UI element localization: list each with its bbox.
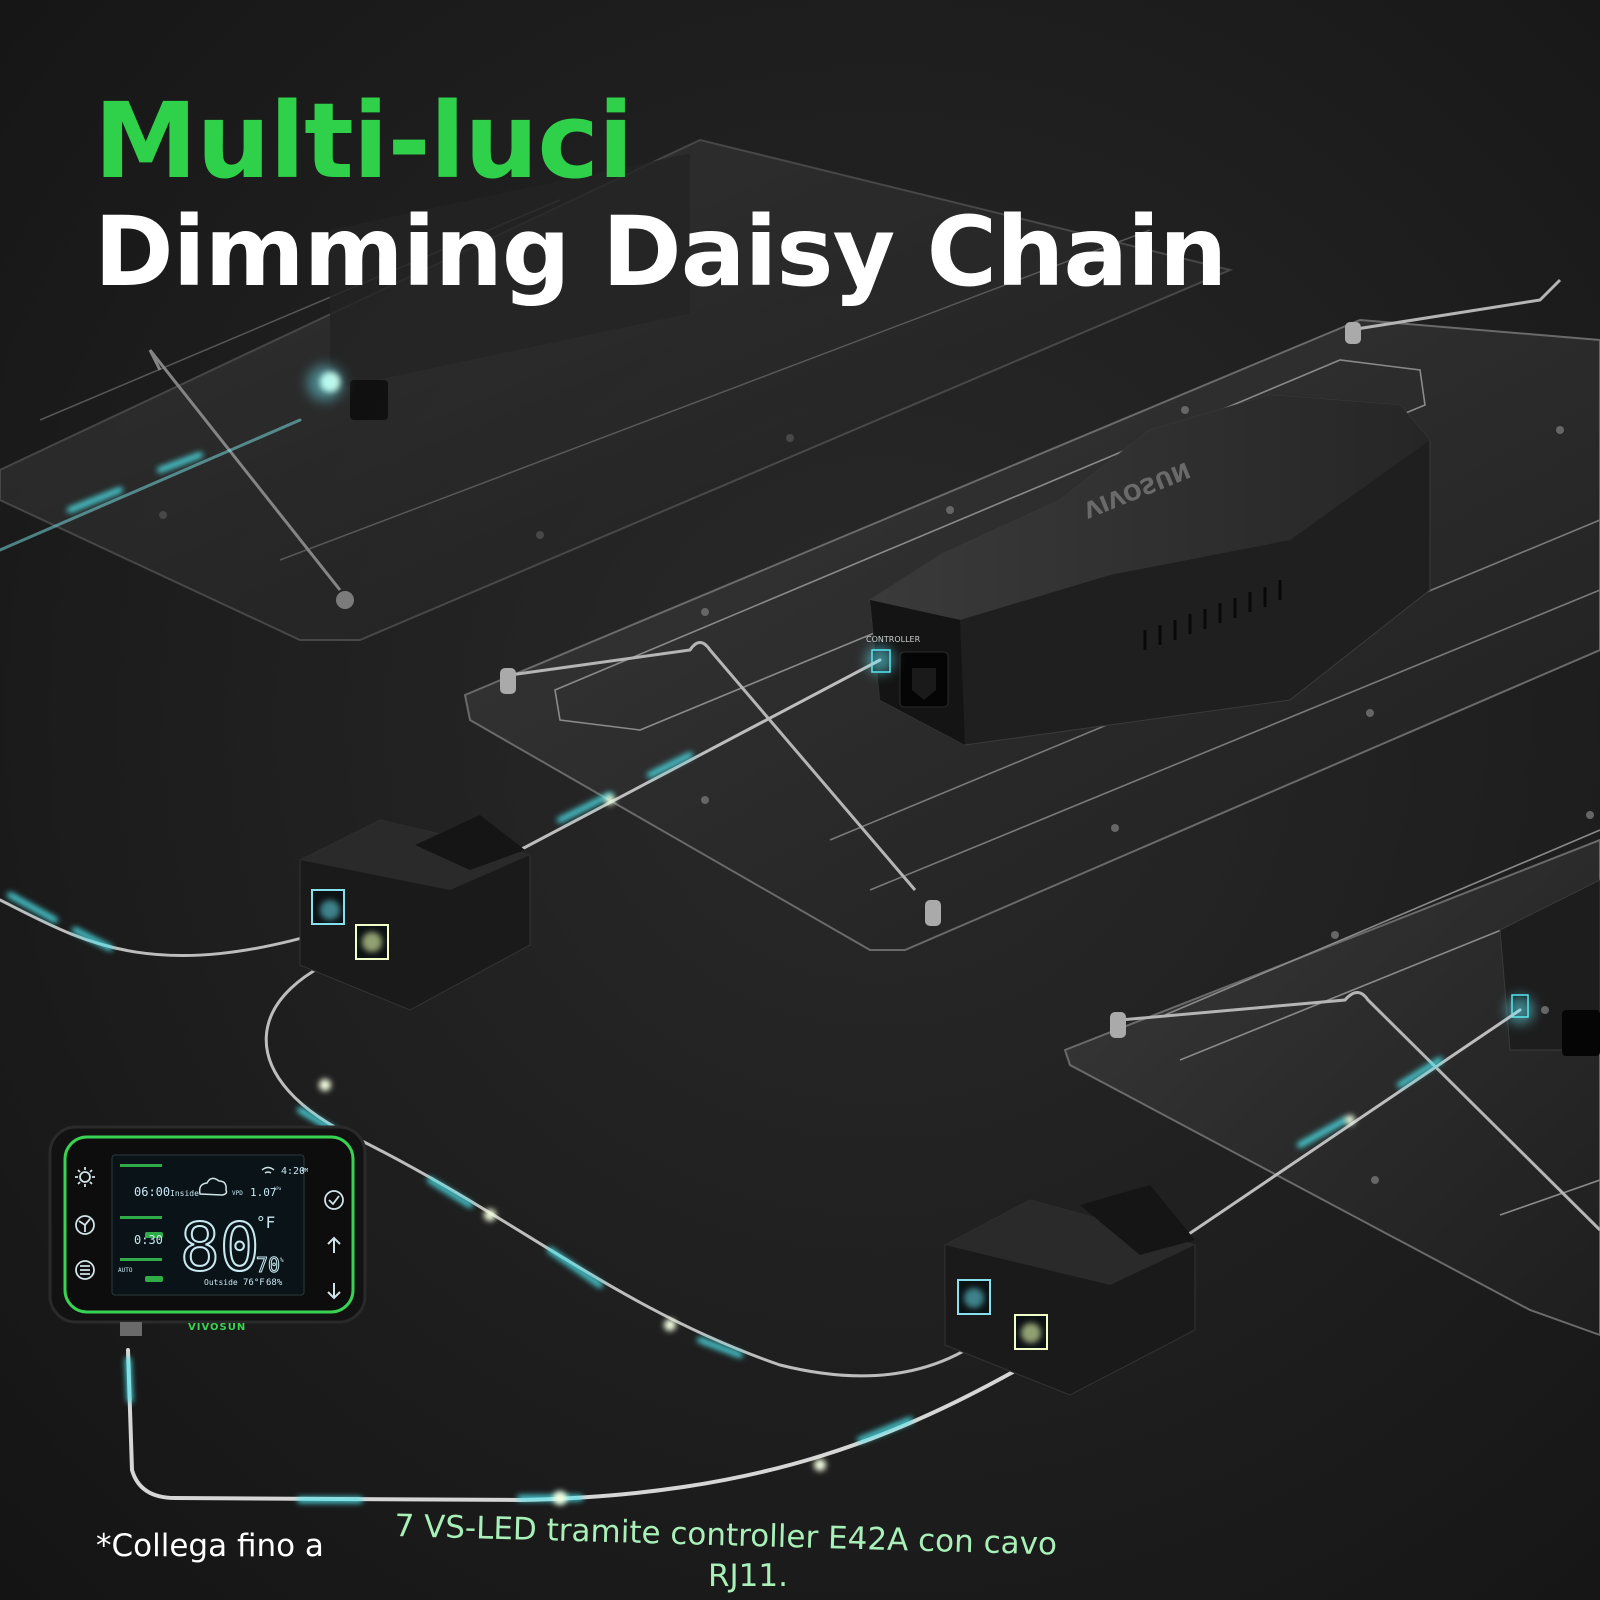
clock-suffix: PM [302,1168,308,1174]
rj11-cables [0,365,1534,1505]
schedule-off-time: 0:30 [134,1233,163,1247]
controller-brand-logo: VIVOSUN [188,1322,246,1333]
led-panel-middle: CONTROLLER VIVOSUN [463,278,1600,951]
up-arrow-icon [327,1236,341,1253]
wifi-icon [261,1166,275,1174]
headline-multi-luci: Multi-luci [94,80,634,202]
headline-dimming-daisy-chain: Dimming Daisy Chain [94,196,1227,308]
e42a-controller: 4:20 PM 06:00 0:30 AUTO Inside VPD 1.07 … [48,1125,367,1336]
clock-time: 4:20 [281,1166,305,1177]
sun-icon [75,1167,95,1187]
schedule-on-time: 06:00 [134,1185,170,1199]
down-arrow-icon [327,1283,341,1300]
footnote-prefix: *Collega fino a [96,1528,324,1564]
led-driver: CONTROLLER VIVOSUN [866,394,1431,746]
cloud-lock-icon [198,1177,228,1196]
vpd-label: VPD [232,1190,243,1197]
rj11-splitter-upper [299,815,531,1011]
footnote-end: RJ11. [708,1558,788,1594]
vpd-unit: kPa [274,1186,282,1191]
outside-humidity: 68% [266,1278,283,1288]
outside-temperature: 76°F [243,1278,265,1288]
mode-label: AUTO [118,1267,133,1274]
humidity-reading: 70 [256,1253,280,1277]
vpd-value: 1.07 [250,1186,277,1199]
menu-icon [75,1260,95,1280]
temperature-unit: °F [256,1213,275,1232]
check-icon [324,1190,344,1210]
inside-label: Inside [170,1189,199,1198]
rj11-splitter-lower [944,1185,1196,1396]
driver-port-label: CONTROLLER [866,635,921,644]
outside-label: Outside [204,1278,238,1287]
led-panel-top [0,138,1234,641]
temperature-reading: 80 [180,1209,259,1286]
humidity-unit: % [280,1257,284,1264]
fan-icon [75,1215,95,1235]
